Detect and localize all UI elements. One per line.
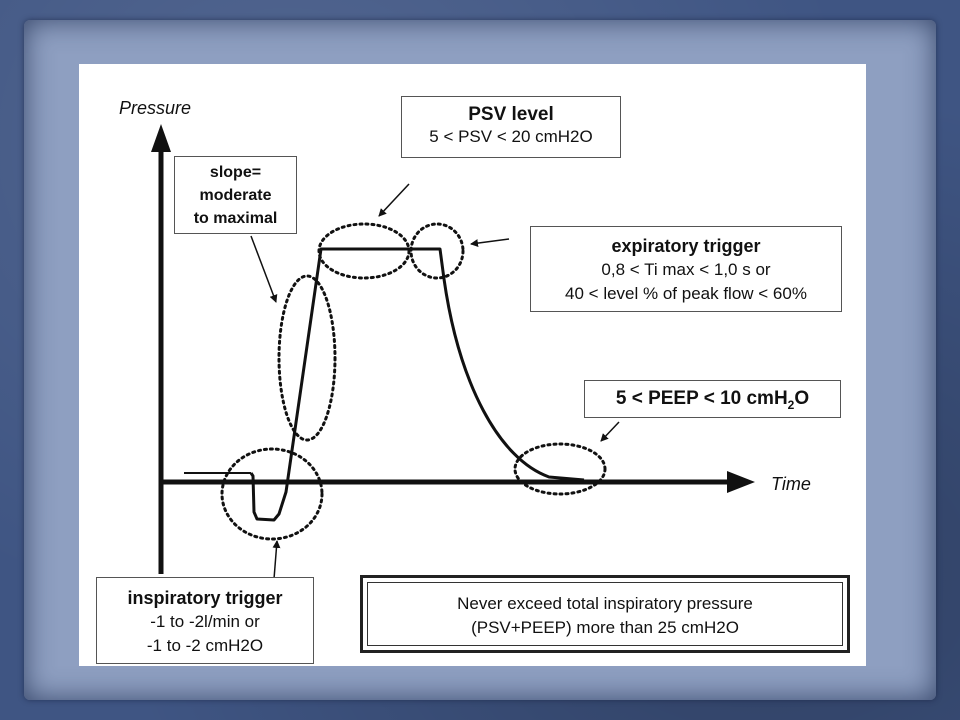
psv-level-title: PSV level xyxy=(468,104,554,125)
peep-text-end: O xyxy=(794,388,810,409)
psv-level-range: 5 < PSV < 20 cmH2O xyxy=(429,127,593,146)
peep-box: 5 < PEEP < 10 cmH2O xyxy=(584,380,841,418)
expiratory-trigger-line-1: 0,8 < Ti max < 1,0 s or xyxy=(601,260,771,279)
expiratory-arrow xyxy=(470,238,510,248)
peep-ellipse xyxy=(513,442,607,496)
warning-box-outer: Never exceed total inspiratory pressure … xyxy=(360,575,850,653)
inspiratory-trigger-box: inspiratory trigger -1 to -2l/min or -1 … xyxy=(96,577,314,664)
pressure-curve xyxy=(249,247,585,522)
slope-box: slope= moderate to maximal xyxy=(174,156,297,234)
psv-level-box: PSV level 5 < PSV < 20 cmH2O xyxy=(401,96,621,158)
expiratory-trigger-ellipse xyxy=(409,222,465,280)
warning-line-2: (PSV+PEEP) more than 25 cmH2O xyxy=(471,618,739,637)
diagram-panel: Pressure Time PSV level 5 < PSV < 20 cmH… xyxy=(79,64,866,666)
psv-arrow xyxy=(378,183,410,217)
slope-arrow xyxy=(250,235,278,303)
pressure-curve-diagram xyxy=(151,124,755,580)
inspiratory-trigger-line-1: -1 to -2l/min or xyxy=(150,612,260,631)
slope-line-1: slope= xyxy=(209,164,262,181)
inspiratory-arrow xyxy=(272,540,281,580)
inspiratory-trigger-ellipse xyxy=(220,447,324,541)
slope-line-3: to maximal xyxy=(193,210,278,227)
psv-level-ellipse xyxy=(317,222,411,280)
expiratory-trigger-title: expiratory trigger xyxy=(611,236,761,256)
slope-line-2: moderate xyxy=(199,187,272,204)
y-axis-arrowhead xyxy=(151,124,171,152)
x-axis-arrowhead xyxy=(727,471,755,493)
y-axis-label: Pressure xyxy=(119,98,192,118)
peep-text-main: 5 < PEEP < 10 cmH xyxy=(615,388,788,409)
inspiratory-trigger-title: inspiratory trigger xyxy=(127,588,283,608)
x-axis-label: Time xyxy=(771,474,811,494)
expiratory-trigger-line-2: 40 < level % of peak flow < 60% xyxy=(565,284,807,303)
peep-arrow xyxy=(600,421,620,442)
slope-ellipse xyxy=(277,274,337,442)
peep-text-subscript: 2 xyxy=(787,397,795,412)
warning-box: Never exceed total inspiratory pressure … xyxy=(367,582,843,646)
warning-line-1: Never exceed total inspiratory pressure xyxy=(457,594,753,613)
expiratory-trigger-box: expiratory trigger 0,8 < Ti max < 1,0 s … xyxy=(530,226,842,312)
inspiratory-trigger-line-2: -1 to -2 cmH2O xyxy=(146,636,264,655)
